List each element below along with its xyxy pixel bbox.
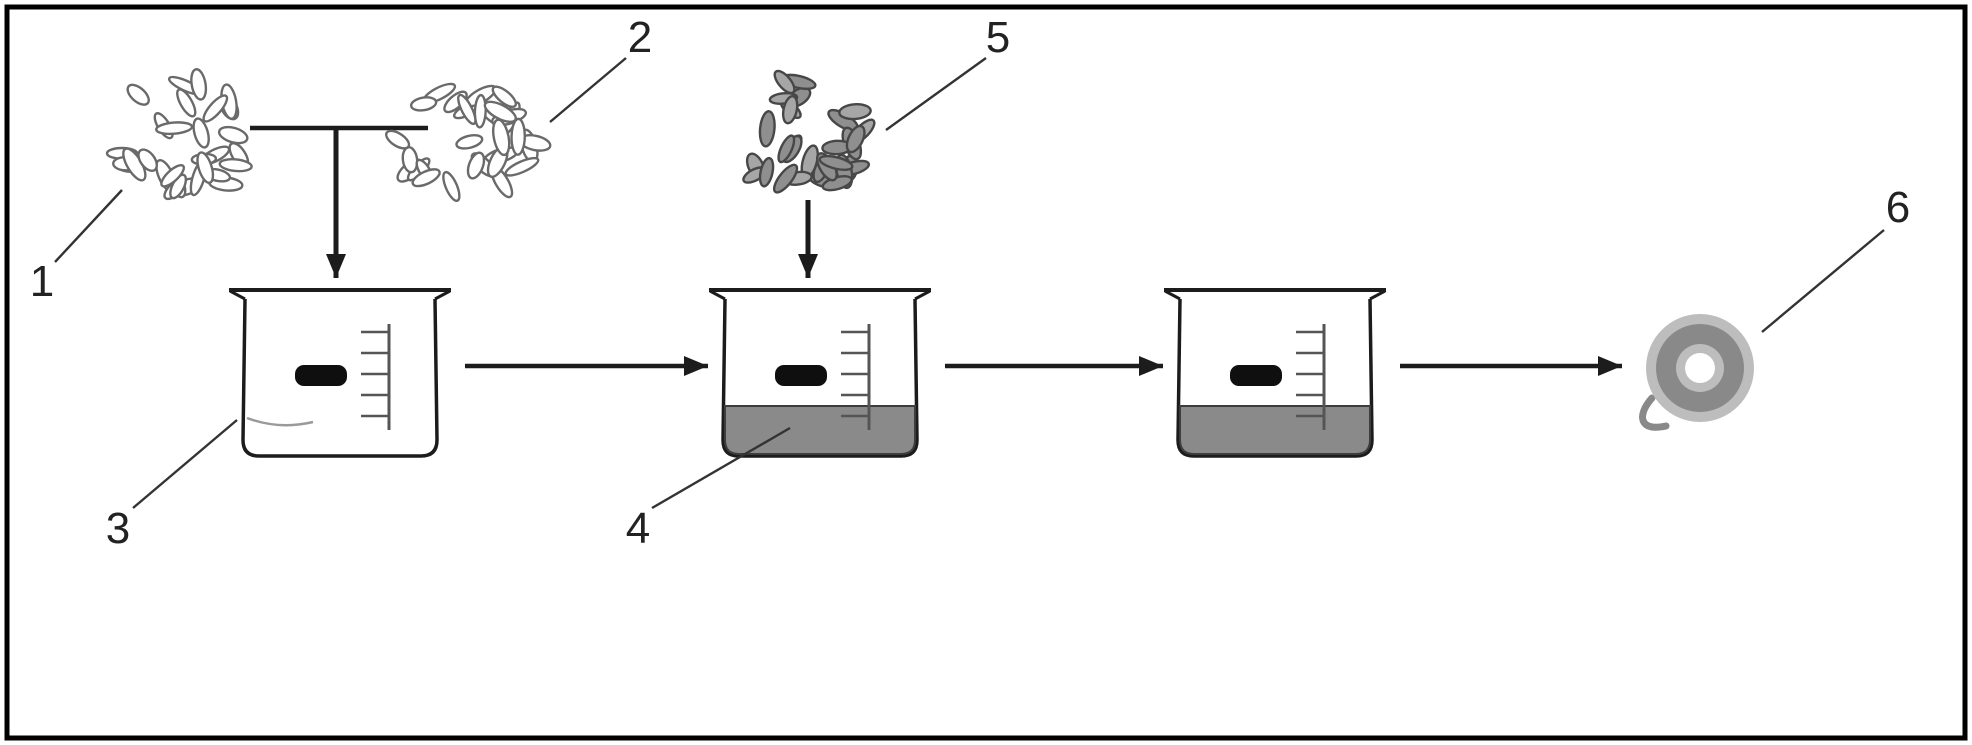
label-4: 4 [626,504,650,553]
pellet [411,168,441,188]
beaker-3 [1164,288,1386,458]
beaker-spout [709,289,726,301]
spool-thread-tail [1639,394,1670,431]
pellet [491,85,518,108]
beaker-liquid-dark [724,405,916,455]
pellet [217,125,249,145]
pellet [473,93,487,129]
beaker-lip [434,289,451,301]
beaker-liquid-meniscus [246,416,314,427]
pellet [384,129,411,150]
pellet [455,133,484,150]
pellet-cluster-1 [105,68,253,201]
pellet [202,94,229,123]
label-6: 6 [1886,183,1910,232]
pellet [409,96,438,112]
pellet-cluster-2 [384,82,552,203]
spool-center-hole [1685,353,1715,383]
pellet-cluster-dark [742,69,876,194]
pellet [176,88,197,118]
label-2: 2 [628,13,652,62]
pellet [773,69,796,95]
beaker-lip [914,289,931,301]
beaker-lip [1369,289,1386,301]
pellet [845,124,866,154]
label-5: 5 [986,13,1010,62]
label-6-leader [1761,229,1885,333]
pellet [190,68,208,101]
stir-bar [775,365,827,386]
figure-border [4,4,1968,741]
label-5-leader [885,57,987,131]
spool [1639,314,1754,431]
pellet [504,156,540,177]
pellet [758,110,776,148]
pellet [192,117,210,149]
pellet [466,151,486,180]
pellet [126,83,150,106]
beaker-2 [709,288,931,458]
pellet [772,163,799,194]
label-1: 1 [30,257,54,306]
beaker-spout [1164,289,1181,301]
pellet [758,156,775,188]
pellet [442,170,461,203]
pellet [781,95,799,125]
pellet [457,93,477,126]
pellet [491,118,511,157]
beaker-1 [229,288,451,458]
pellet [218,158,253,173]
pellet [838,103,872,121]
label-4-leader [651,426,791,510]
pellet [137,148,159,173]
stir-bar [295,365,347,386]
pellet [777,134,796,164]
beaker-spout [229,289,246,301]
label-3: 3 [106,504,130,553]
beaker-liquid-dark [1179,405,1371,455]
stir-bar [1230,365,1282,386]
label-3-leader [132,419,238,509]
pellet [818,154,854,171]
pellet [160,163,186,188]
pellet [196,151,215,185]
pellet [510,117,526,156]
label-1-leader [54,189,123,263]
label-2-leader [549,57,627,123]
pellet [154,121,194,136]
